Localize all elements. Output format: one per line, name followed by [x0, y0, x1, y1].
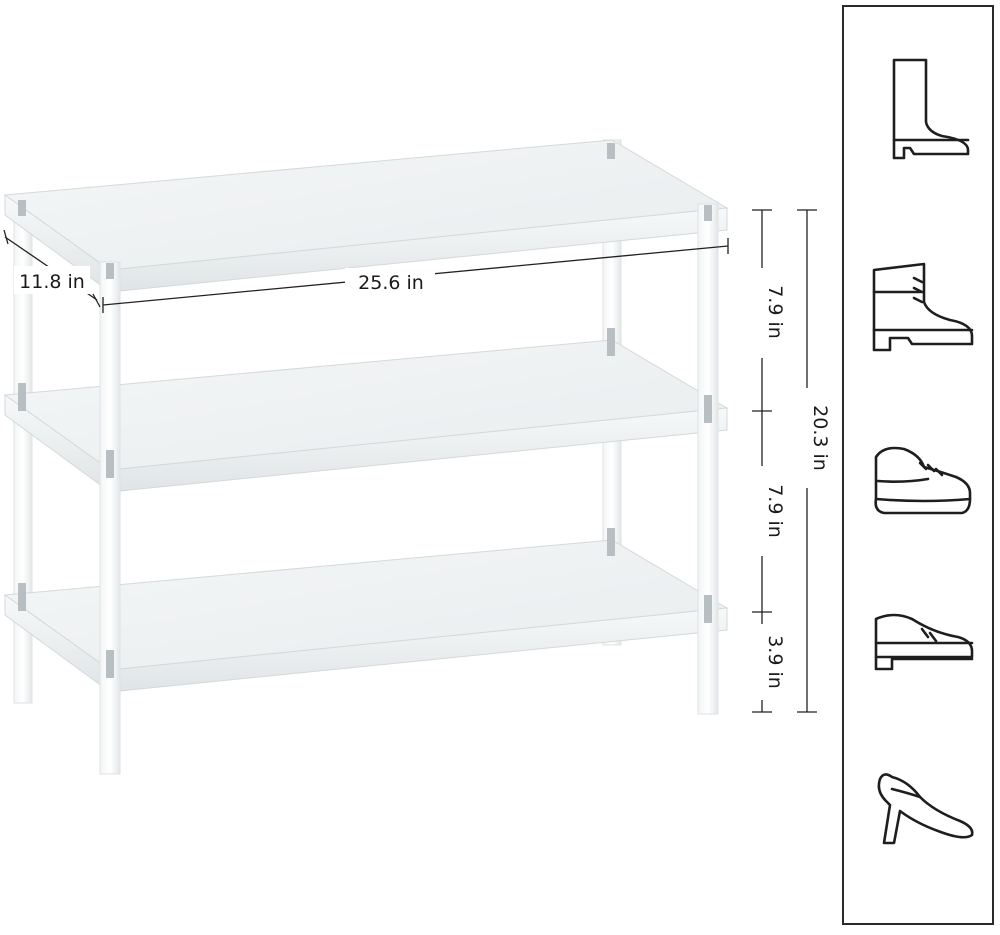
shoe-types-panel — [842, 5, 994, 925]
tier-gap-middle-label: 7.9 in — [764, 484, 786, 538]
total-height-dimension: 20.3 in — [793, 209, 831, 713]
sneaker-icon — [864, 427, 976, 537]
tier-dimensions: 7.9 in 7.9 in 3.9 in — [748, 209, 786, 713]
boot-icon — [864, 52, 976, 162]
back-legs — [13, 139, 622, 704]
depth-label: 11.8 in — [19, 271, 85, 293]
width-dimension: 25.6 in — [102, 238, 729, 313]
tier-gap-top-label: 7.9 in — [764, 285, 786, 339]
width-label: 25.6 in — [358, 272, 424, 294]
total-height-label: 20.3 in — [809, 405, 831, 471]
front-legs — [99, 203, 719, 775]
depth-dimension: 11.8 in — [3, 229, 101, 308]
ankle-boot-icon — [864, 252, 976, 362]
high-heel-icon — [864, 757, 976, 867]
shelf-middle — [3, 339, 729, 493]
leg-height-label: 3.9 in — [764, 635, 786, 689]
shelf-bottom — [3, 539, 729, 693]
leg-connectors — [18, 143, 712, 678]
oxford-shoe-icon — [864, 597, 976, 707]
